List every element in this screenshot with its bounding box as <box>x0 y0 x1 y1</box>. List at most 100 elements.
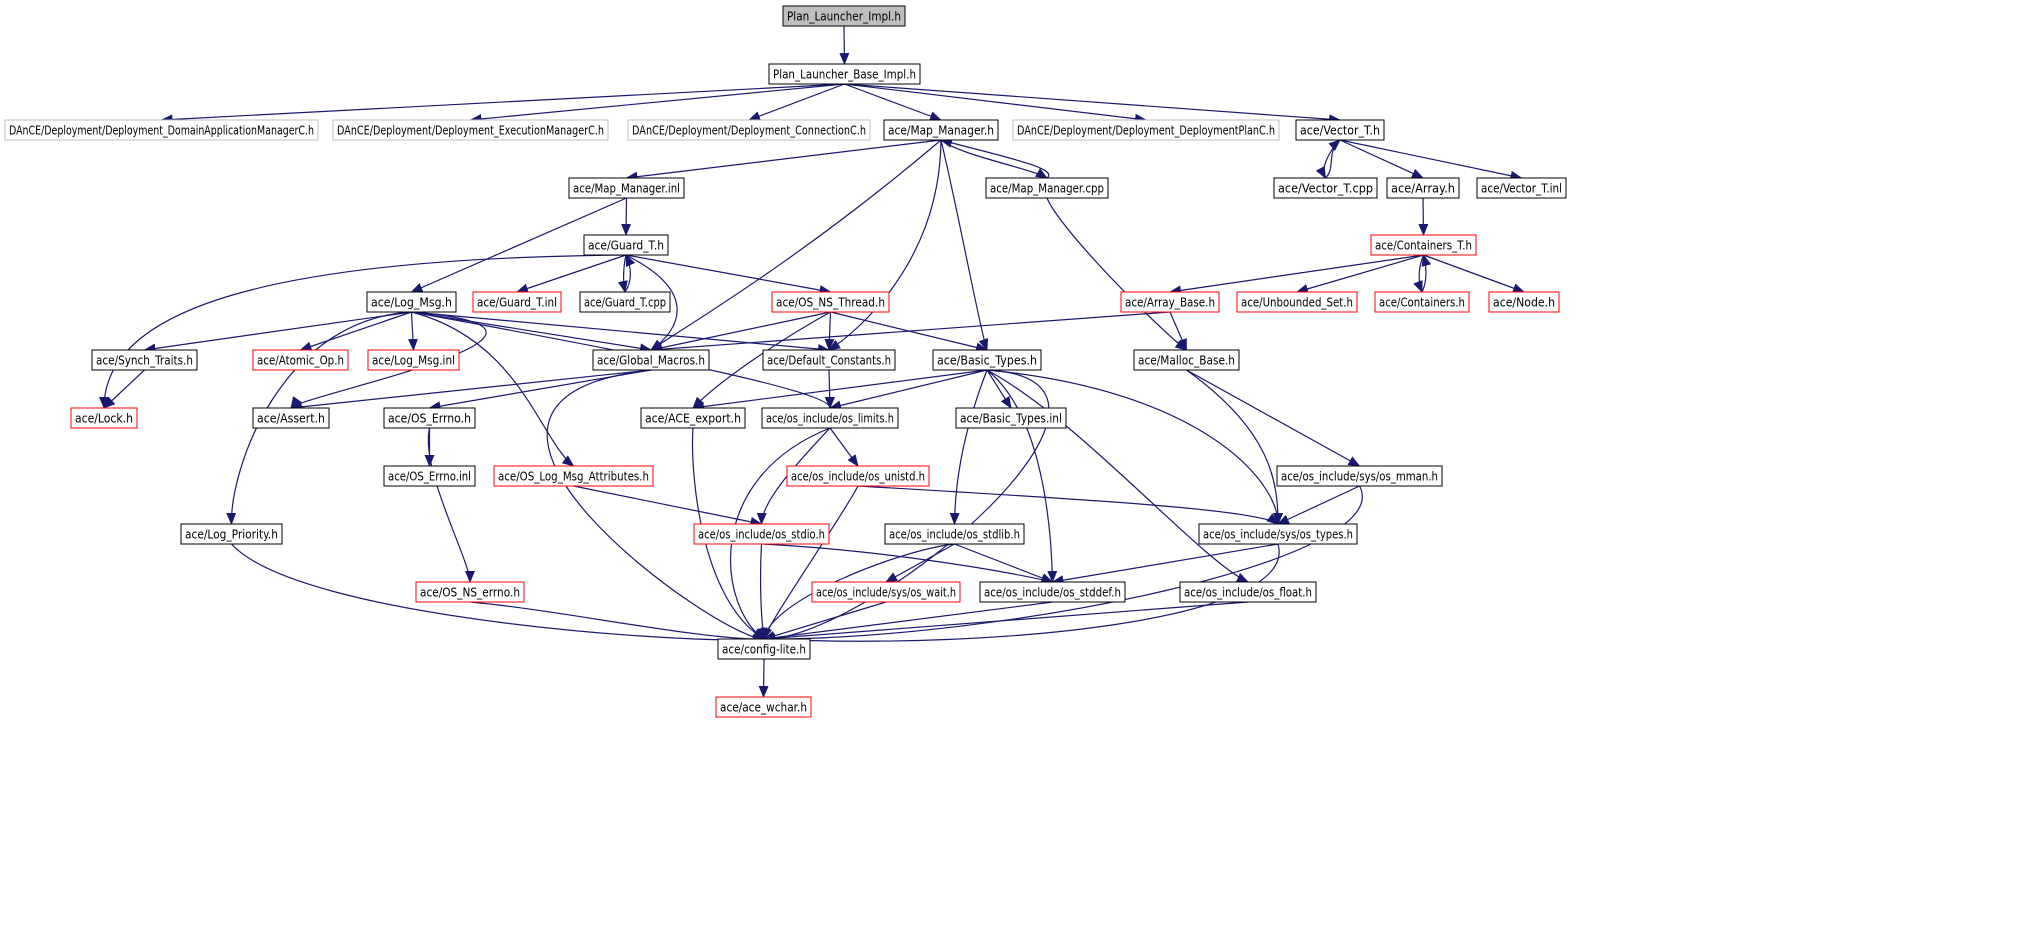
node-box <box>1120 291 1220 313</box>
edge-pl_base-to-dance_conn <box>748 83 845 121</box>
node-os-ns-errno-h[interactable]: ace/OS_NS_errno.h <box>415 581 525 603</box>
node-os-errno-h[interactable]: ace/OS_Errno.h <box>383 407 476 429</box>
node-label: DAnCE/Deployment/Deployment_DeploymentPl… <box>1017 123 1275 138</box>
edge-os_mman_h-to-config_lite_h <box>763 485 1363 645</box>
node-vector-t-inl[interactable]: ace/Vector_T.inl <box>1476 177 1567 199</box>
node-containers-h[interactable]: ace/Containers.h <box>1374 291 1470 313</box>
node-unbounded-set-h[interactable]: ace/Unbounded_Set.h <box>1236 291 1358 313</box>
node-box <box>583 234 669 256</box>
node-label: ace/os_include/os_stdlib.h <box>889 527 1020 542</box>
edge-os_stdio_h-to-os_stddef_h <box>761 543 1054 585</box>
edge-map_mgr_h-to-map_mgr_cpp <box>940 139 1048 179</box>
node-os-float-h[interactable]: ace/os_include/os_float.h <box>1179 581 1317 603</box>
node-guard-t-inl[interactable]: ace/Guard_T.inl <box>472 291 562 313</box>
node-label: ace/Log_Priority.h <box>185 527 278 542</box>
node-vector-t-cpp[interactable]: ace/Vector_T.cpp <box>1273 177 1378 199</box>
edge-guard_t_h-to-guard_t_inl <box>516 254 627 294</box>
node-label: ace/Log_Msg.h <box>371 295 452 310</box>
node-os-stdlib-h[interactable]: ace/os_include/os_stdlib.h <box>884 523 1025 545</box>
node-config-lite-h[interactable]: ace/config-lite.h <box>717 638 811 660</box>
edge-basic_types_h-to-os_stddef_h <box>986 369 1058 583</box>
node-guard-t-cpp[interactable]: ace/Guard_T.cpp <box>579 291 671 313</box>
node-label: ace/Unbounded_Set.h <box>1241 295 1353 310</box>
edge-os_types_h-to-config_lite_h <box>763 543 1280 645</box>
node-label: ace/Array_Base.h <box>1125 295 1215 310</box>
node-os-mman-h[interactable]: ace/os_include/sys/os_mman.h <box>1276 465 1443 487</box>
node-array-base-h[interactable]: ace/Array_Base.h <box>1120 291 1220 313</box>
node-os-types-h[interactable]: ace/os_include/sys/os_types.h <box>1198 523 1358 545</box>
node-box <box>715 696 812 718</box>
node-basic-types-h[interactable]: ace/Basic_Types.h <box>932 349 1042 371</box>
edge-pl_base-to-map_mgr_h <box>844 83 942 121</box>
node-os-stdio-h[interactable]: ace/os_include/os_stdio.h <box>693 523 830 545</box>
node-global-macros-h[interactable]: ace/Global_Macros.h <box>592 349 710 371</box>
node-os-ns-thread-h[interactable]: ace/OS_NS_Thread.h <box>771 291 890 313</box>
node-dance-conn[interactable]: DAnCE/Deployment/Deployment_ConnectionC.… <box>627 119 871 141</box>
node-containers-t-h[interactable]: ace/Containers_T.h <box>1370 234 1477 256</box>
edge-pl_base-to-dance_em <box>469 83 845 124</box>
node-label: ace/Basic_Types.inl <box>960 411 1062 426</box>
node-box <box>1133 349 1240 371</box>
node-box <box>592 349 710 371</box>
node-basic-types-inl[interactable]: ace/Basic_Types.inl <box>955 407 1067 429</box>
node-map-mgr-inl[interactable]: ace/Map_Manager.inl <box>568 177 685 199</box>
node-dance-em[interactable]: DAnCE/Deployment/Deployment_ExecutionMan… <box>332 119 609 141</box>
edge-os_limits_h-to-os_stdio_h <box>756 427 831 525</box>
node-map-mgr-h[interactable]: ace/Map_Manager.h <box>883 119 999 141</box>
node-dance-dam[interactable]: DAnCE/Deployment/Deployment_DomainApplic… <box>4 119 319 141</box>
edge-os_ns_thread_h-to-ace_export_h <box>692 311 831 409</box>
edge-os_ns_errno_h-to-config_lite_h <box>469 601 765 645</box>
node-os-unistd-h[interactable]: ace/os_include/os_unistd.h <box>786 465 930 487</box>
node-guard-t-h[interactable]: ace/Guard_T.h <box>583 234 669 256</box>
node-label: DAnCE/Deployment/Deployment_DomainApplic… <box>9 123 314 138</box>
node-assert-h[interactable]: ace/Assert.h <box>252 407 330 429</box>
node-box <box>91 349 198 371</box>
node-root[interactable]: Plan_Launcher_Impl.h <box>782 5 906 27</box>
edge-containers_t_h-to-unbounded_set_h <box>1296 254 1424 294</box>
node-box <box>367 349 460 371</box>
node-label: ace/Basic_Types.h <box>937 353 1037 368</box>
node-box <box>1236 291 1358 313</box>
node-log-msg-inl[interactable]: ace/Log_Msg.inl <box>367 349 460 371</box>
node-os-errno-inl[interactable]: ace/OS_Errno.inl <box>383 465 476 487</box>
node-box <box>1488 291 1560 313</box>
node-box <box>883 119 999 141</box>
node-box <box>1276 465 1443 487</box>
node-log-msg-h[interactable]: ace/Log_Msg.h <box>366 291 457 313</box>
edge-map_mgr_h-to-default_constants_h <box>828 139 942 351</box>
node-ace-wchar-h[interactable]: ace/ace_wchar.h <box>715 696 812 718</box>
node-label: ace/Containers_T.h <box>1375 238 1472 253</box>
node-atomic-op-h[interactable]: ace/Atomic_Op.h <box>252 349 349 371</box>
edge-basic_types_h-to-os_stdlib_h <box>949 369 988 525</box>
edge-log_msg_h-to-default_constants_h <box>411 311 830 354</box>
node-default-constants-h[interactable]: ace/Default_Constants.h <box>762 349 896 371</box>
node-lock-h[interactable]: ace/Lock.h <box>70 407 138 429</box>
node-os-wait-h[interactable]: ace/os_include/sys/os_wait.h <box>811 581 961 603</box>
node-label: ace/Log_Msg.inl <box>372 353 455 368</box>
node-label: Plan_Launcher_Base_Impl.h <box>773 67 916 82</box>
node-label: ace/os_include/sys/os_wait.h <box>816 585 956 600</box>
node-array-h[interactable]: ace/Array.h <box>1386 177 1460 199</box>
node-vector-t-h[interactable]: ace/Vector_T.h <box>1295 119 1385 141</box>
edge-os_stdio_h-to-config_lite_h <box>757 543 768 640</box>
node-map-mgr-cpp[interactable]: ace/Map_Manager.cpp <box>985 177 1109 199</box>
node-os-stddef-h[interactable]: ace/os_include/os_stddef.h <box>979 581 1126 603</box>
edge-map_mgr_cpp-to-malloc_base_h <box>1046 197 1188 351</box>
node-label: ace/Malloc_Base.h <box>1138 353 1235 368</box>
node-pl-base[interactable]: Plan_Launcher_Base_Impl.h <box>768 63 921 85</box>
node-malloc-base-h[interactable]: ace/Malloc_Base.h <box>1133 349 1240 371</box>
node-synch-traits-h[interactable]: ace/Synch_Traits.h <box>91 349 198 371</box>
node-box <box>70 407 138 429</box>
node-os-limits-h[interactable]: ace/os_include/os_limits.h <box>761 407 899 429</box>
node-os-log-msg-attr-h[interactable]: ace/OS_Log_Msg_Attributes.h <box>493 465 654 487</box>
node-box <box>771 291 890 313</box>
node-log-priority-h[interactable]: ace/Log_Priority.h <box>180 523 283 545</box>
node-dance-dp[interactable]: DAnCE/Deployment/Deployment_DeploymentPl… <box>1012 119 1280 141</box>
node-ace-export-h[interactable]: ace/ACE_export.h <box>640 407 746 429</box>
edge-malloc_base_h-to-os_mman_h <box>1186 369 1361 467</box>
node-box <box>1198 523 1358 545</box>
node-label: ace/os_include/sys/os_mman.h <box>1281 469 1438 484</box>
edge-synch_traits_h-to-lock_h <box>103 369 145 409</box>
node-node-h[interactable]: ace/Node.h <box>1488 291 1560 313</box>
edge-basic_types_h-to-basic_types_inl <box>986 369 1012 409</box>
